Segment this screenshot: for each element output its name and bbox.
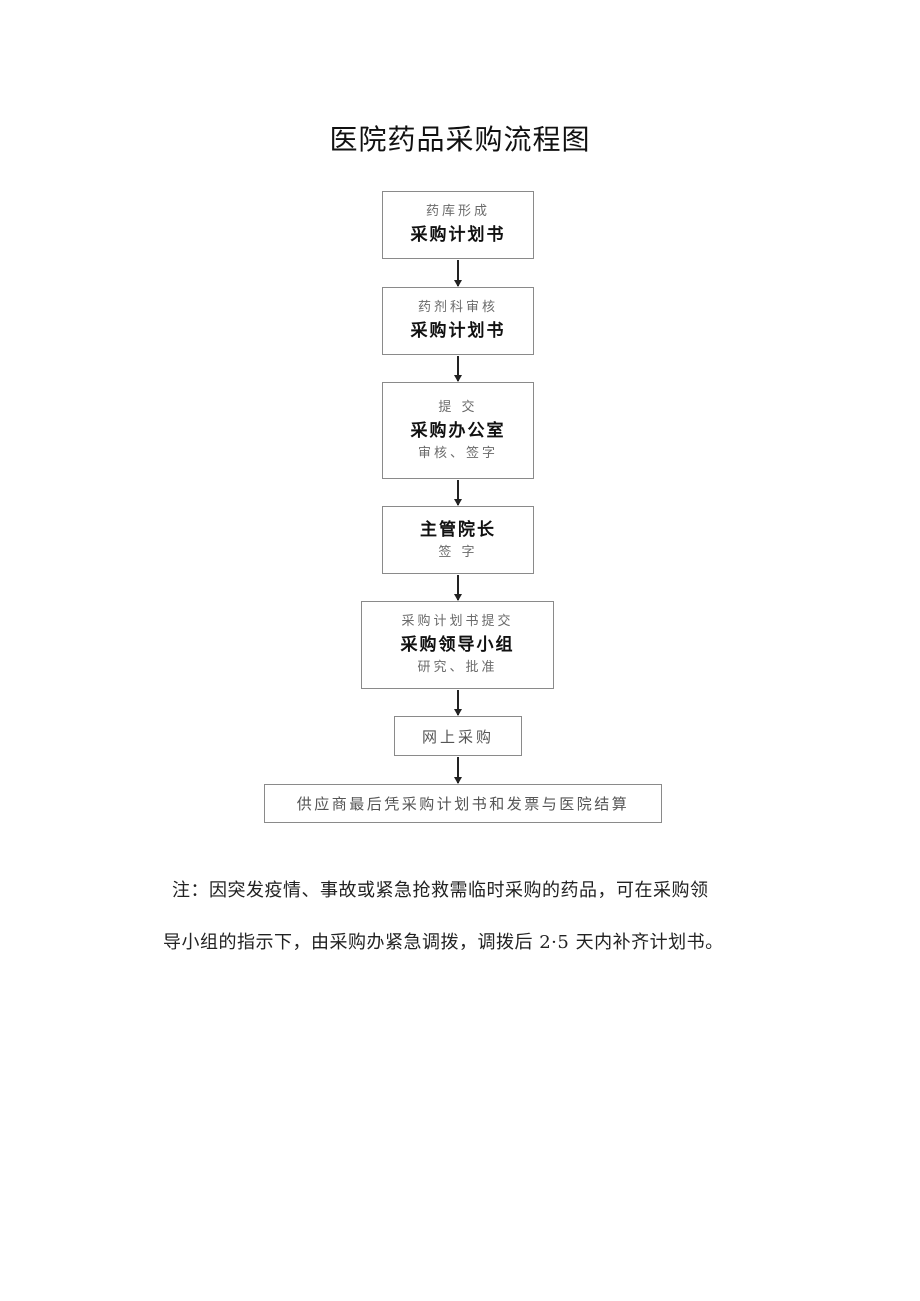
arrow-5-6 [457,690,459,715]
step-3-subtitle: 提 交 [438,399,478,415]
step-3-title: 采购办公室 [410,420,506,441]
footnote-line-1: 注：因突发疫情、事故或紧急抢救需临时采购的药品，可在采购领 [172,880,709,901]
step-5-title: 采购领导小组 [400,635,515,655]
step-2-subtitle: 药剂科审核 [417,300,498,315]
step-6-box: 网上采购 [394,716,522,756]
step-2-title: 采购计划书 [410,321,506,341]
step-7-title: 供应商最后凭采购计划书和发票与医院结算 [296,795,630,813]
step-5-subtitle: 采购计划书提交 [401,614,514,629]
footnote-line-2: 导小组的指示下，由采购办紧急调拨，调拨后 2·5 天内补齐计划书。 [163,932,724,953]
arrow-6-7 [457,757,459,783]
arrow-1-2 [457,260,459,286]
step-4-box: 主管院长 签 字 [382,506,534,574]
step-1-box: 药库形成 采购计划书 [382,191,534,259]
step-1-subtitle: 药库形成 [425,204,490,219]
step-6-title: 网上采购 [421,727,494,746]
page-title: 医院药品采购流程图 [329,123,591,156]
arrow-2-3 [457,356,459,381]
step-4-action: 签 字 [438,545,478,560]
arrow-3-4 [457,480,459,505]
step-1-title: 采购计划书 [410,225,506,245]
arrow-4-5 [457,575,459,600]
step-5-box: 采购计划书提交 采购领导小组 研究、批准 [361,601,554,689]
step-2-box: 药剂科审核 采购计划书 [382,287,534,355]
step-3-action: 审核、签字 [417,445,498,461]
step-4-title: 主管院长 [420,520,496,540]
step-7-box: 供应商最后凭采购计划书和发票与医院结算 [264,784,662,823]
step-5-action: 研究、批准 [417,660,498,675]
step-3-box: 提 交 采购办公室 审核、签字 [382,382,534,479]
